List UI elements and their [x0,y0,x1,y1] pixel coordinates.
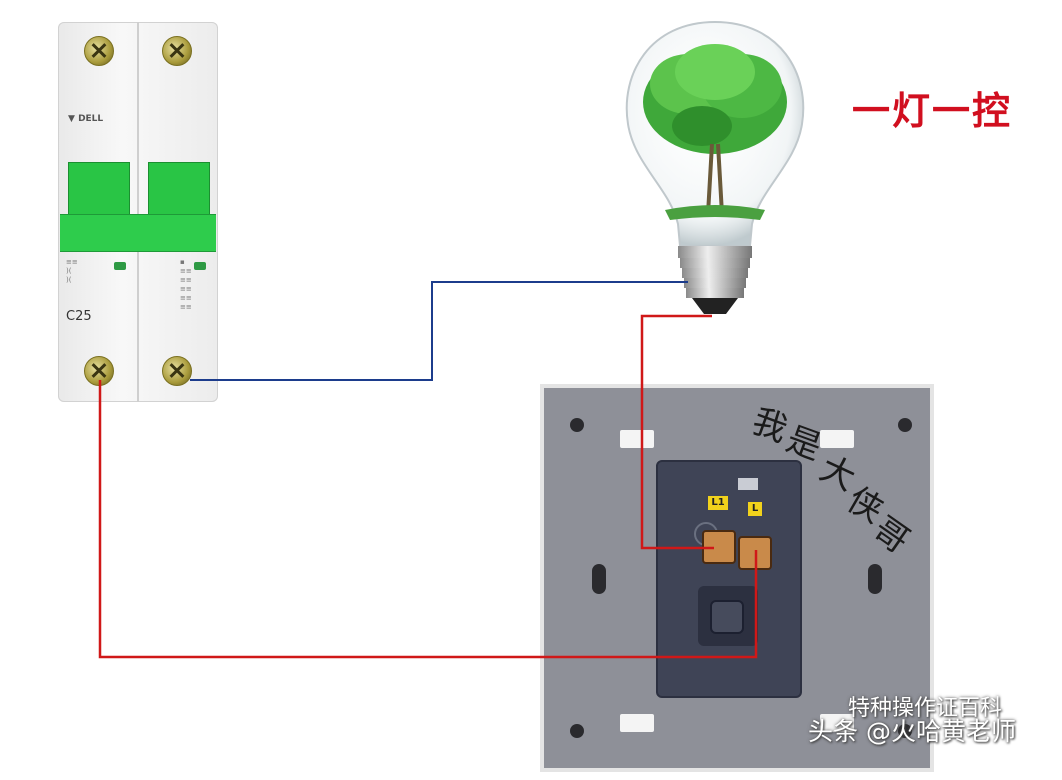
breaker-rating: C25 [66,309,92,324]
side-slot-left [592,564,606,594]
mount-hole-tl [570,418,584,432]
handwritten-note: 我 是 大 侠 哥 [747,398,922,561]
light-bulb-icon [625,20,805,314]
breaker-indicator-left [114,262,126,270]
module-button [710,600,744,634]
clip-slot-tr [820,430,854,448]
clip-slot-br [820,714,854,732]
circuit-breaker: ▼ DELL ≡≡)()( ▪≡≡≡≡≡≡≡≡≡≡ C25 [58,22,218,402]
breaker-handle-bar[interactable] [60,214,216,252]
watermark-line-1: 特种操作证百科 [848,696,1003,721]
breaker-indicator-right [194,262,206,270]
bottom-right-screw-icon [162,356,192,386]
top-right-screw-icon [162,36,192,66]
watermark-line-2: 头条 @火哈黄老师 [808,717,1016,746]
side-slot-right [868,564,882,594]
mount-hole-bl [570,724,584,738]
breaker-spec-text: ≡≡)()( [66,258,78,284]
mount-hole-tr [898,418,912,432]
breaker-handle-left[interactable] [68,162,130,224]
diagram-caption: 一灯一控 [852,88,1013,133]
clip-slot-tl [620,430,654,448]
top-left-screw-icon [84,36,114,66]
breaker-brand-logo: ▼ DELL [68,114,104,124]
terminal-label-l1: L1 [708,496,728,510]
terminal-l1-screw[interactable] [702,530,736,564]
clip-slot-bl [620,714,654,732]
breaker-spec-text-2: ▪≡≡≡≡≡≡≡≡≡≡ [180,258,192,311]
bottom-left-screw-icon [84,356,114,386]
mount-hole-br [898,724,912,738]
breaker-divider [137,22,139,402]
